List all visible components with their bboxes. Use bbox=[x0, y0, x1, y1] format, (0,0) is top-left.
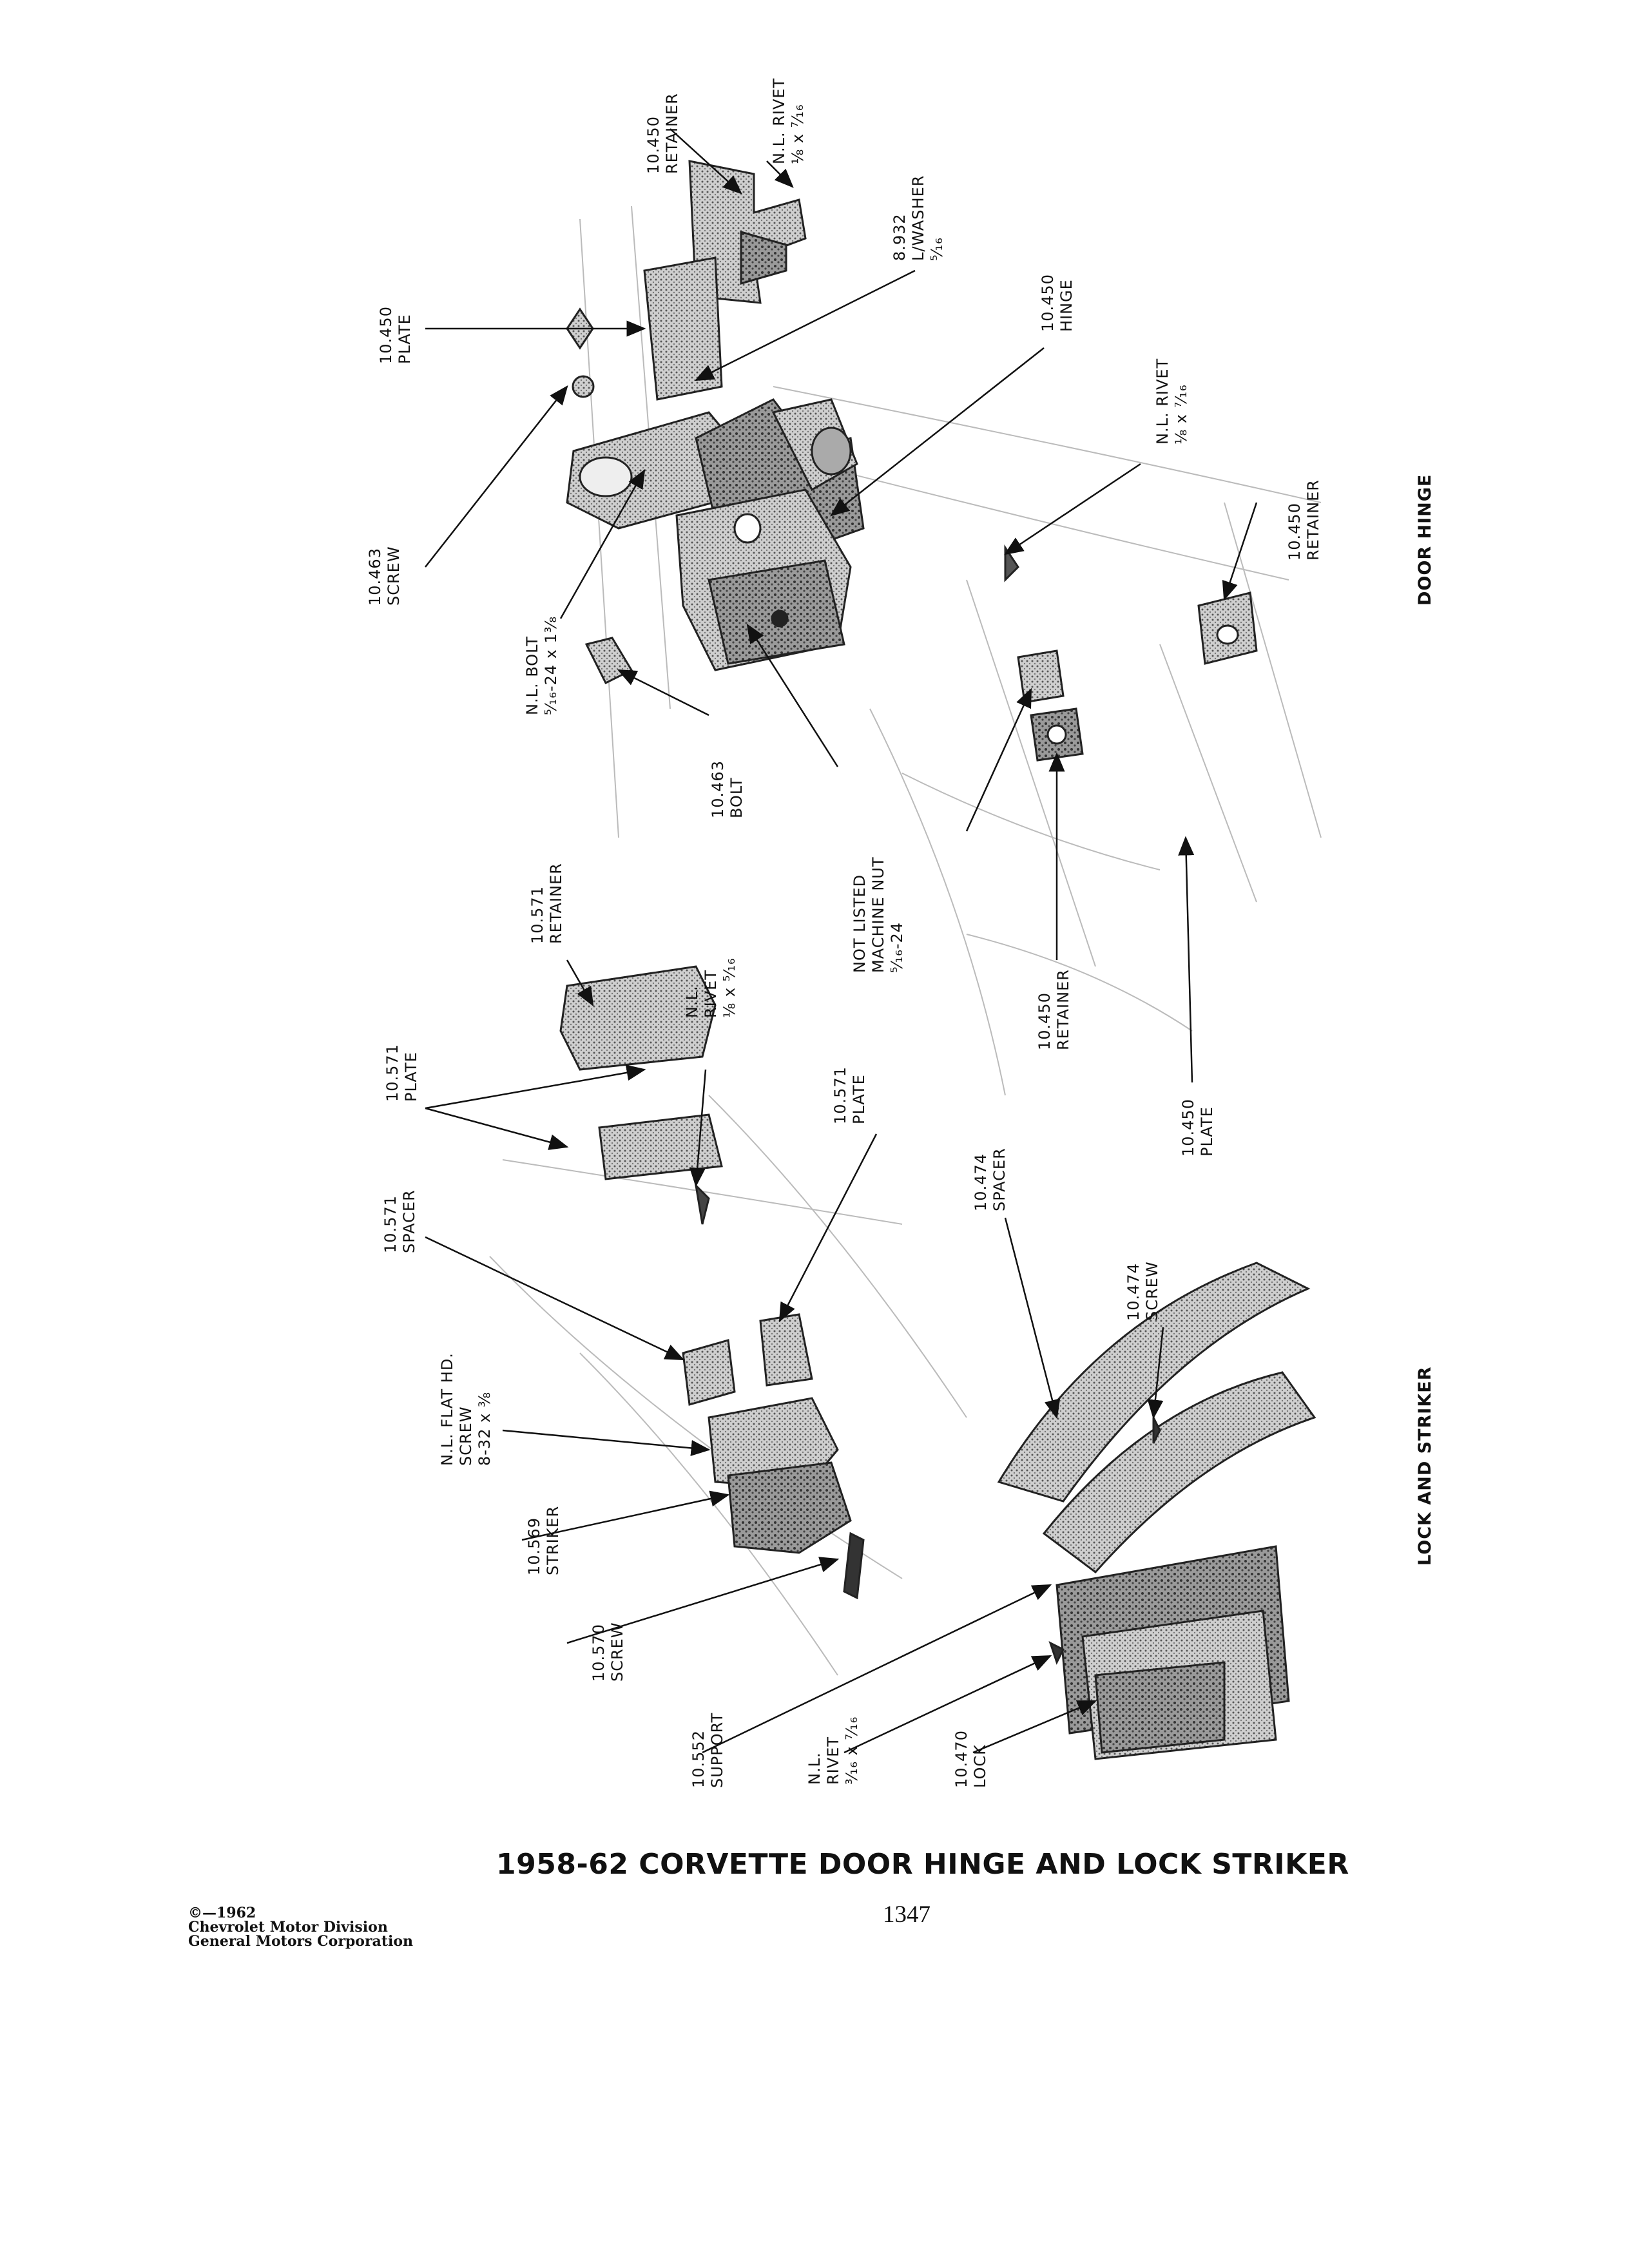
section-door-hinge: DOOR HINGE bbox=[1415, 474, 1435, 606]
lock-drawing bbox=[997, 1262, 1316, 1760]
section-lock-and-striker: LOCK AND STRIKER bbox=[1415, 1366, 1435, 1566]
page-title: 1958-62 CORVETTE DOOR HINGE AND LOCK STR… bbox=[496, 1848, 1349, 1881]
leader-lines bbox=[425, 128, 1258, 1754]
hinge-drawing bbox=[566, 160, 865, 685]
page-number: 1347 bbox=[883, 1901, 930, 1928]
body-sketch bbox=[489, 206, 1322, 1676]
retainer-drawing bbox=[1004, 544, 1258, 762]
striker-drawing bbox=[559, 965, 865, 1600]
